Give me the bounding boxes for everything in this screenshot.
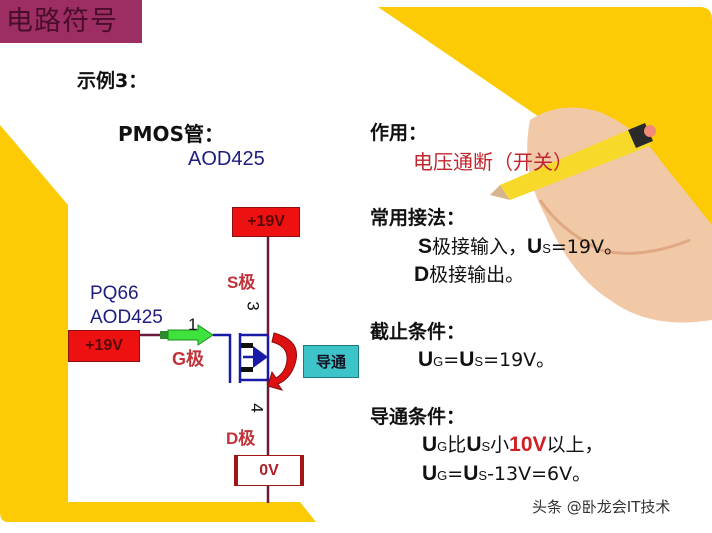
voltage-subscript: S bbox=[478, 468, 488, 483]
voltage-symbol: U bbox=[466, 433, 482, 456]
voltage-symbol: U bbox=[422, 433, 438, 456]
function-text: 电压通断（开关） bbox=[413, 150, 573, 174]
source-letter: S bbox=[418, 235, 433, 258]
section-header: 电路符号 bbox=[0, 0, 142, 43]
example-title: 示例3： bbox=[77, 70, 148, 92]
gate-pin-label: G极 bbox=[172, 349, 205, 369]
conduction-line1-tail: 以上， bbox=[546, 434, 604, 456]
voltage-subscript: S bbox=[481, 439, 491, 454]
comparison-text: 小 bbox=[490, 434, 510, 456]
equals-sign: = bbox=[447, 463, 464, 485]
voltage-symbol: U bbox=[422, 462, 438, 485]
usage-line2-text: 极接输出。 bbox=[429, 264, 525, 286]
conduction-condition-2: UG=US-13V=6V。 bbox=[422, 459, 591, 486]
device-type-label: PMOS管： bbox=[118, 122, 224, 146]
drain-letter: D bbox=[414, 263, 430, 286]
voltage-symbol: U bbox=[527, 235, 543, 258]
source-supply-box: +19V bbox=[232, 207, 300, 237]
body-diode-arrow-icon bbox=[253, 346, 268, 368]
usage-heading: 常用接法： bbox=[370, 207, 466, 229]
cutoff-condition: UG=US=19V。 bbox=[418, 345, 555, 372]
hand-pencil-illustration bbox=[490, 107, 712, 323]
voltage-subscript: G bbox=[437, 468, 448, 483]
voltage-symbol: U bbox=[459, 348, 475, 371]
voltage-subscript: S bbox=[474, 354, 484, 369]
voltage-symbol: U bbox=[418, 348, 434, 371]
gate-pin-number: 1 bbox=[188, 315, 198, 334]
usage-line-drain: D极接输出。 bbox=[414, 260, 524, 287]
device-model: AOD425 bbox=[188, 148, 265, 170]
usage-line-source: S极接输入，US=19V。 bbox=[418, 232, 623, 259]
comparison-text: 比 bbox=[447, 434, 467, 456]
source-pin-number: 3 bbox=[243, 301, 263, 311]
voltage-subscript: G bbox=[437, 439, 448, 454]
conduction-condition-1: UG比US小10V以上， bbox=[422, 430, 604, 457]
voltage-subscript: S bbox=[542, 241, 551, 256]
gate-supply-box: +19V bbox=[68, 330, 140, 362]
drain-pin-label: D极 bbox=[226, 429, 256, 448]
drain-supply-box: 0V bbox=[234, 455, 304, 486]
cutoff-value: =19V。 bbox=[483, 349, 556, 371]
yellow-frame-shape bbox=[0, 125, 316, 522]
current-flow-arrow-icon bbox=[267, 332, 298, 391]
drain-pin-number: 4 bbox=[247, 403, 267, 413]
cutoff-heading: 截止条件： bbox=[370, 321, 466, 343]
voltage-symbol: U bbox=[463, 462, 479, 485]
conduction-value: -13V=6V。 bbox=[487, 463, 592, 485]
conduction-heading: 导通条件： bbox=[370, 406, 466, 428]
source-pin-label: S极 bbox=[227, 273, 256, 292]
ref-model: AOD425 bbox=[90, 307, 163, 328]
function-heading: 作用： bbox=[370, 122, 428, 144]
usage-line1-text: 极接输入， bbox=[432, 236, 528, 258]
threshold-value: 10V bbox=[509, 433, 547, 456]
usage-line1-value: =19V。 bbox=[550, 236, 623, 258]
ref-designator: PQ66 bbox=[90, 283, 139, 304]
gate-arrow-icon bbox=[167, 324, 214, 346]
equals-sign: = bbox=[443, 349, 460, 371]
voltage-subscript: G bbox=[433, 354, 444, 369]
watermark: 头条 @卧龙会IT技术 bbox=[532, 498, 671, 516]
conduction-state-badge: 导通 bbox=[303, 345, 359, 378]
